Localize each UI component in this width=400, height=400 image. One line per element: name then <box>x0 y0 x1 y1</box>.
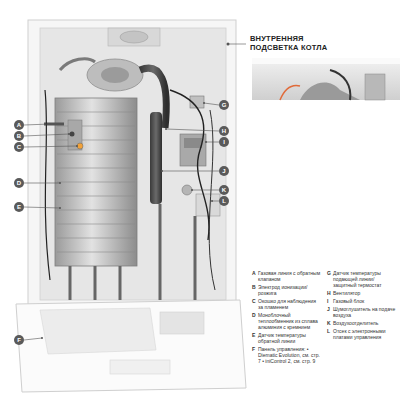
key-letter: L <box>327 328 330 334</box>
key-text: Воздухоотделитель <box>333 320 397 326</box>
callout-circle: I <box>219 137 229 147</box>
key-text: Вентилятор <box>333 290 397 296</box>
key-letter: C <box>252 298 256 304</box>
key-text: Газовый блок <box>333 298 397 304</box>
key-letter: J <box>327 306 330 312</box>
callout-circle: L <box>219 196 229 206</box>
callout-circle: K <box>219 185 229 195</box>
key-text: Датчик температуры подающей линии/защитн… <box>333 270 397 288</box>
callout-letter: K <box>222 187 226 193</box>
key-letter: A <box>252 270 256 276</box>
callout-letter: L <box>222 198 226 204</box>
callout-circle: J <box>219 166 229 176</box>
callout-letter: I <box>223 139 225 145</box>
key-text: Моноблочный теплообменник из сплава алюм… <box>258 312 322 330</box>
callout-letter: B <box>17 133 21 139</box>
callout-circle: G <box>219 100 229 110</box>
key-text: Панель управления: • Diematic Evolution,… <box>258 346 322 364</box>
callout-letter: A <box>17 122 21 128</box>
callout-circle: B <box>14 131 24 141</box>
callout-letter: C <box>17 144 21 150</box>
callout-circle: F <box>14 335 24 345</box>
callout-letter: J <box>222 168 225 174</box>
key-text: Газовая линия с обратным клапаном <box>258 270 322 282</box>
callout-circle: H <box>219 126 229 136</box>
key-letter: H <box>327 290 331 296</box>
callout-letter: D <box>17 180 21 186</box>
key-letter: D <box>252 312 256 318</box>
key-text: Отсек с электронными платами управления <box>333 328 397 340</box>
key-text: Электрод ионизации/розжига <box>258 284 322 296</box>
key-letter: F <box>252 346 255 352</box>
key-text: Датчик температуры обратной линии <box>258 332 322 344</box>
key-letter: E <box>252 332 255 338</box>
inset-heading: ВНУТРЕННЯЯ ПОДСВЕТКА КОТЛА <box>250 34 354 52</box>
callout-letter: F <box>17 337 21 343</box>
callout-circle: A <box>14 120 24 130</box>
key-letter: G <box>327 270 331 276</box>
callout-circle: C <box>14 142 24 152</box>
key-letter: K <box>327 320 331 326</box>
key-letter: I <box>327 298 328 304</box>
callout-letter: G <box>222 102 227 108</box>
key-letter: B <box>252 284 256 290</box>
callout-circle: D <box>14 178 24 188</box>
key-text: Окошко для наблюдения за пламенем <box>258 298 322 310</box>
key-text: Шумоглушитель на подаче воздуха <box>333 306 397 318</box>
callout-circle: E <box>14 202 24 212</box>
callout-letter: H <box>222 128 226 134</box>
callout-letter: E <box>17 204 21 210</box>
